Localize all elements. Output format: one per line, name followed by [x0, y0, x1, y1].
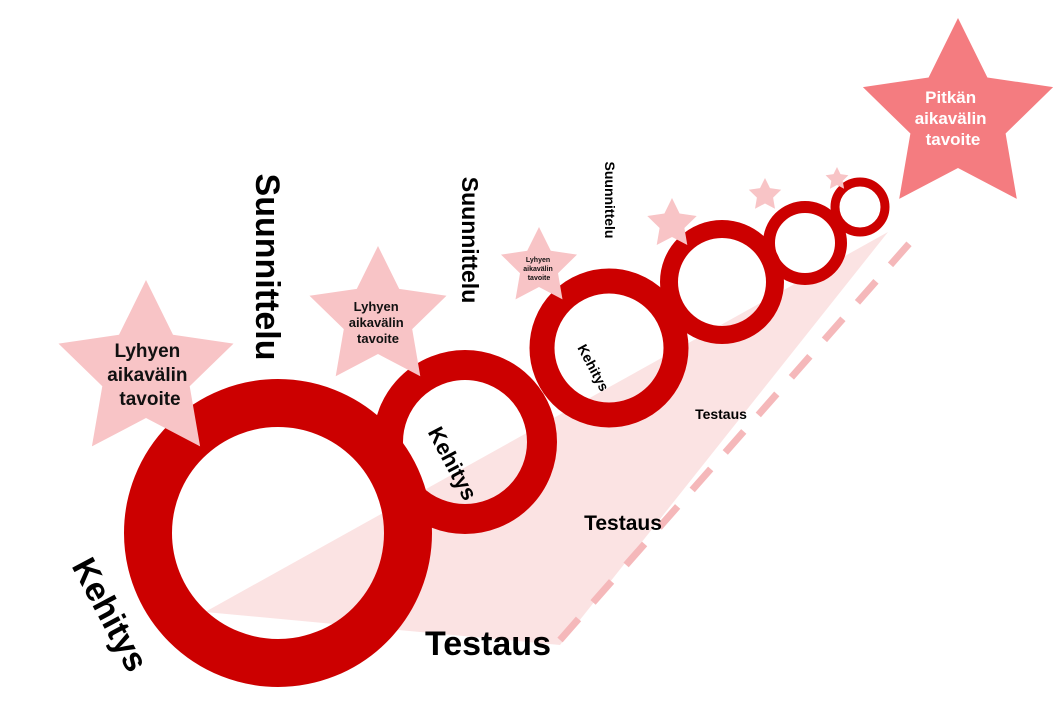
planning-label-3: Suunnittelu	[602, 162, 618, 239]
iteration-ring-4	[660, 220, 784, 344]
planning-label-1: Suunnittelu	[248, 174, 286, 361]
short-term-goal-star-icon-1	[58, 280, 234, 447]
short-term-goal-star-icon-6	[825, 167, 849, 189]
iteration-ring-3	[529, 268, 689, 428]
testing-label-2: Testaus	[584, 512, 662, 535]
short-term-goal-label-2: Lyhyen aikavälin tavoite	[349, 299, 408, 346]
short-term-goal-star-icon-3	[501, 227, 577, 300]
short-term-goal-star-icon-2	[309, 246, 447, 377]
iteration-ring-1	[124, 379, 432, 687]
testing-label-1: Testaus	[425, 625, 551, 663]
iteration-ring-5	[763, 201, 847, 285]
short-term-goal-label-1: Lyhyen aikavälin tavoite	[107, 341, 193, 410]
iteration-ring-6	[830, 177, 890, 237]
long-term-goal-label: Pitkän aikavälin tavoite	[915, 88, 992, 149]
development-label-3: Kehitys	[574, 342, 612, 394]
planning-label-2: Suunnittelu	[457, 177, 483, 303]
short-term-goal-star-icon-4	[647, 198, 697, 245]
short-term-goal-star-icon-5	[748, 178, 782, 209]
long-term-goal-star-icon	[862, 18, 1054, 199]
iteration-ring-2	[373, 350, 557, 534]
short-term-goal-label-3: Lyhyen aikavälin tavoite	[523, 257, 555, 282]
testing-label-3: Testaus	[695, 406, 747, 422]
dashed-trend-line	[557, 234, 918, 643]
